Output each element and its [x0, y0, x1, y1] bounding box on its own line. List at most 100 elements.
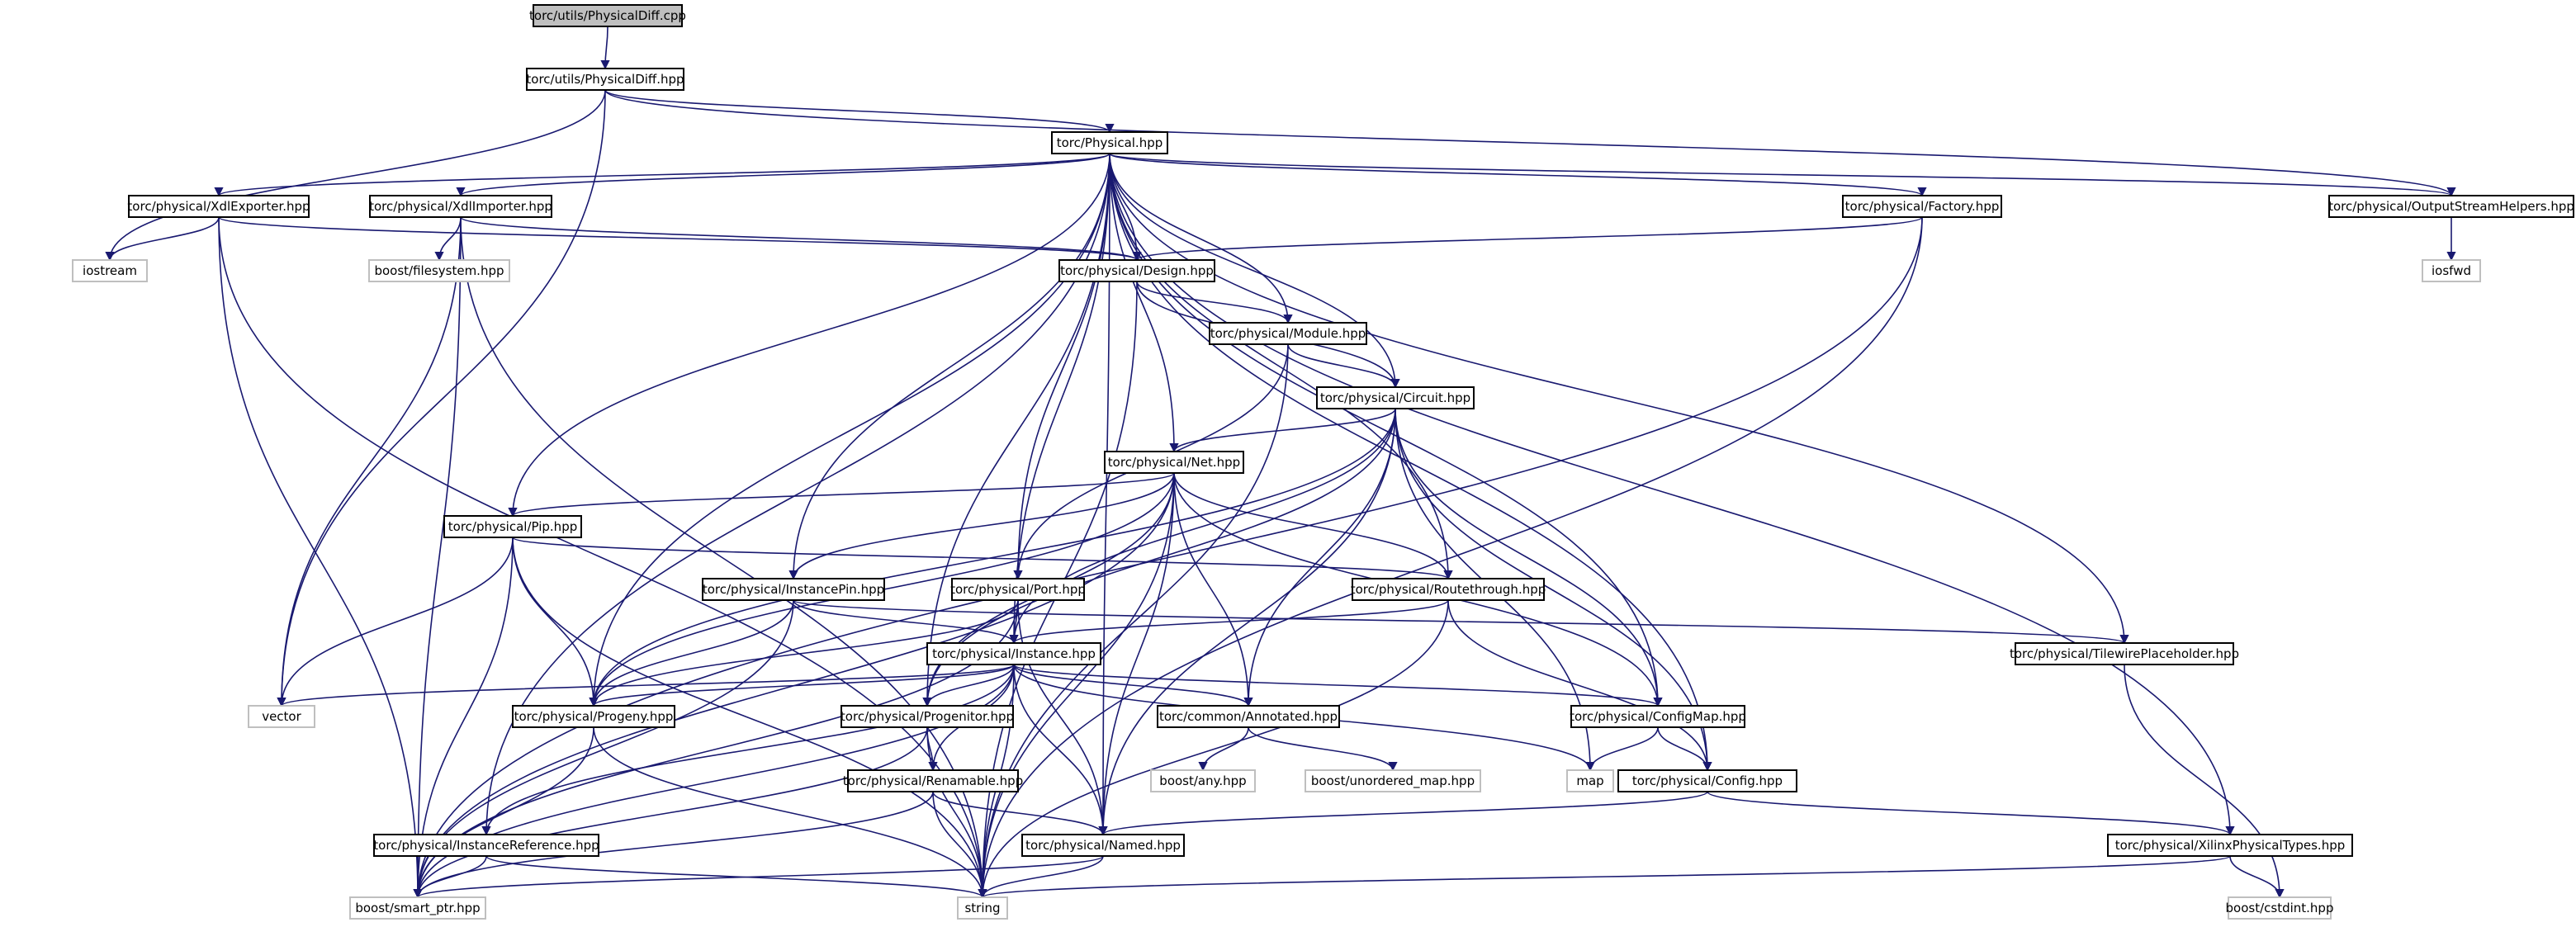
edge-net-to-routethrough: [1173, 472, 1453, 580]
node-configmap[interactable]: torc/physical/ConfigMap.hpp: [1570, 705, 1746, 728]
edge-module-to-circuit: [1287, 343, 1400, 389]
edge-circuit-to-instance: [1009, 408, 1396, 645]
edge-net-to-instancepin: [788, 472, 1175, 580]
node-port[interactable]: torc/physical/Port.hpp: [950, 578, 1086, 601]
node-xdlexporter[interactable]: torc/physical/XdlExporter.hpp: [127, 195, 310, 218]
node-module[interactable]: torc/physical/Module.hpp: [1209, 322, 1367, 345]
edge-tilewire-to-bcstdint: [2124, 664, 2285, 899]
node-box: [702, 578, 885, 601]
node-box: [72, 259, 148, 282]
node-label: vector: [262, 709, 301, 724]
node-box: [369, 195, 552, 218]
node-box: [349, 896, 486, 920]
node-instref[interactable]: torc/physical/InstanceReference.hpp: [373, 834, 599, 857]
node-bany: boost/any.hpp: [1150, 769, 1256, 792]
edge-physical-to-tilewire: [1109, 153, 2129, 645]
node-named[interactable]: torc/physical/Named.hpp: [1021, 834, 1185, 857]
edge-instancepin-to-progeny: [589, 599, 794, 707]
node-box: [533, 4, 683, 27]
node-box: [1305, 769, 1481, 792]
edge-configmap-to-config: [1657, 726, 1712, 772]
node-box: [512, 705, 675, 728]
node-box: [1058, 259, 1215, 282]
node-outstream[interactable]: torc/physical/OutputStreamHelpers.hpp: [2328, 195, 2574, 218]
node-bfilesystem: boost/filesystem.hpp: [368, 259, 510, 282]
edge-xilinxtypes-to-bcstdint: [2229, 855, 2285, 899]
node-label: torc/physical/Instance.hpp: [932, 646, 1096, 661]
edge-named-to-string: [978, 855, 1104, 899]
edge-named-to-bsmartptr: [413, 855, 1104, 899]
node-renamable[interactable]: torc/physical/Renamable.hpp: [843, 769, 1023, 792]
edge-renamable-to-named: [932, 791, 1108, 836]
node-label: torc/utils/PhysicalDiff.cpp: [529, 8, 686, 23]
node-physdiff_hpp[interactable]: torc/utils/PhysicalDiff.hpp: [526, 68, 684, 91]
edge-config-to-named: [1098, 791, 1708, 836]
edge-physical-to-pip: [508, 153, 1110, 518]
node-box: [1157, 705, 1340, 728]
edge-instance-to-progeny: [589, 664, 1015, 707]
node-xilinxtypes[interactable]: torc/physical/XilinxPhysicalTypes.hpp: [2107, 834, 2353, 857]
node-label: torc/physical/TilewirePlaceholder.hpp: [2010, 646, 2239, 661]
node-circuit[interactable]: torc/physical/Circuit.hpp: [1316, 386, 1475, 409]
edge-net-to-pip: [508, 472, 1175, 518]
node-physical[interactable]: torc/Physical.hpp: [1051, 131, 1168, 154]
node-box: [1566, 769, 1614, 792]
edge-xdlexporter-to-string: [218, 216, 987, 899]
node-design[interactable]: torc/physical/Design.hpp: [1058, 259, 1215, 282]
node-label: torc/physical/OutputStreamHelpers.hpp: [2328, 199, 2574, 214]
node-box: [957, 896, 1008, 920]
node-net[interactable]: torc/physical/Net.hpp: [1104, 451, 1244, 474]
node-annotated[interactable]: torc/common/Annotated.hpp: [1157, 705, 1340, 728]
edge-xdlexporter-to-design: [218, 216, 1142, 262]
node-xdlimporter[interactable]: torc/physical/XdlImporter.hpp: [369, 195, 552, 218]
node-box: [526, 68, 684, 91]
node-box: [1842, 195, 2002, 218]
node-label: torc/physical/Factory.hpp: [1845, 199, 2000, 214]
node-tilewire[interactable]: torc/physical/TilewirePlaceholder.hpp: [2010, 642, 2239, 665]
edge-instance-to-annotated: [1013, 664, 1253, 707]
edge-progenitor-to-bsmartptr: [413, 726, 928, 899]
node-pip[interactable]: torc/physical/Pip.hpp: [443, 515, 582, 538]
node-label: torc/Physical.hpp: [1057, 135, 1163, 150]
node-instancepin[interactable]: torc/physical/InstancePin.hpp: [702, 578, 885, 601]
node-box: [2015, 642, 2234, 665]
node-label: torc/physical/ConfigMap.hpp: [1570, 709, 1746, 724]
node-physdiff_cpp[interactable]: torc/utils/PhysicalDiff.cpp: [529, 4, 686, 27]
node-box: [1570, 705, 1745, 728]
edge-instance-to-instref: [481, 664, 1015, 836]
node-box: [1352, 578, 1545, 601]
edge-circuit-to-config: [1395, 408, 1712, 772]
node-instance[interactable]: torc/physical/Instance.hpp: [926, 642, 1101, 665]
node-label: boost/cstdint.hpp: [2226, 901, 2334, 915]
node-box: [1021, 834, 1185, 857]
edge-design-to-module: [1136, 281, 1293, 324]
edge-routethrough-to-instance: [1009, 599, 1449, 645]
node-label: torc/physical/Named.hpp: [1025, 838, 1181, 853]
node-box: [926, 642, 1101, 665]
node-iosfwd: iosfwd: [2422, 259, 2481, 282]
node-routethrough[interactable]: torc/physical/Routethrough.hpp: [1351, 578, 1546, 601]
edge-physical-to-xdlimporter: [456, 153, 1110, 197]
edge-physical-to-net: [1109, 153, 1179, 453]
node-label: torc/physical/Module.hpp: [1210, 326, 1366, 341]
edge-pip-to-vector: [277, 537, 514, 707]
edge-annotated-to-bany: [1198, 726, 1249, 772]
node-config[interactable]: torc/physical/Config.hpp: [1617, 769, 1797, 792]
edge-physical-to-instancepin: [788, 153, 1110, 580]
node-progeny[interactable]: torc/physical/Progeny.hpp: [512, 705, 675, 728]
node-label: map: [1576, 773, 1603, 788]
edge-instref-to-string: [485, 855, 987, 899]
edge-physical-to-outstream: [1109, 153, 2455, 197]
node-box: [443, 515, 582, 538]
edge-net-to-string: [978, 472, 1175, 899]
edge-physical-to-instref: [481, 153, 1110, 836]
node-box: [1051, 131, 1168, 154]
edge-port-to-named: [1017, 599, 1108, 836]
node-progenitor[interactable]: torc/physical/Progenitor.hpp: [841, 705, 1014, 728]
node-label: boost/any.hpp: [1159, 773, 1246, 788]
node-label: iostream: [83, 263, 137, 278]
node-box: [248, 705, 315, 728]
node-factory[interactable]: torc/physical/Factory.hpp: [1842, 195, 2002, 218]
node-label: torc/physical/XdlExporter.hpp: [127, 199, 310, 214]
node-label: torc/physical/Design.hpp: [1060, 263, 1214, 278]
